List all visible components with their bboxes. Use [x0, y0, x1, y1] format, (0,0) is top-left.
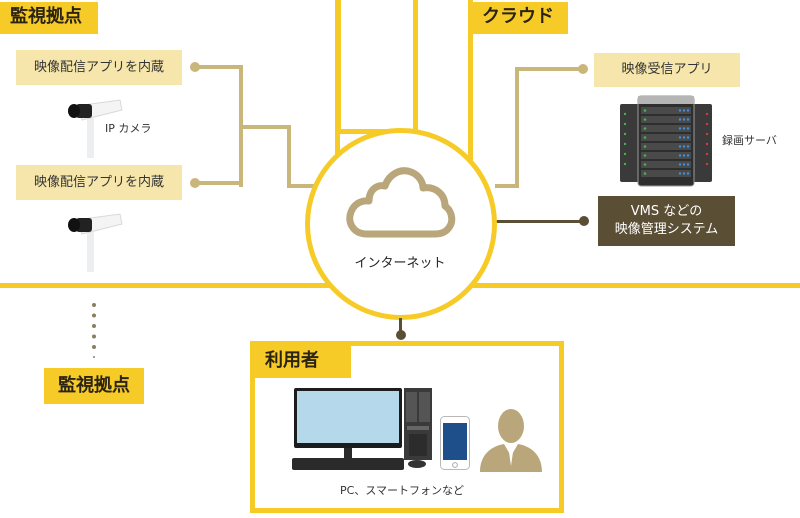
monitoring-site-panel — [0, 0, 340, 288]
server-rack-icon — [618, 94, 714, 188]
mouse-icon — [408, 460, 426, 468]
monitor-stand — [344, 448, 352, 458]
connector-line — [287, 184, 317, 188]
smartphone-icon — [440, 416, 470, 470]
vms-line-2: 映像管理システム — [614, 222, 719, 237]
connector-line — [195, 65, 241, 69]
connector-line — [195, 181, 243, 185]
connector-dot — [578, 64, 588, 74]
vms-connector-line — [494, 220, 584, 223]
vms-line-1: VMS などの — [630, 204, 703, 219]
vms-badge: VMS などの 映像管理システム — [598, 196, 735, 246]
monitoring-site-title: 監視拠点 — [0, 2, 98, 34]
connector-line — [495, 184, 519, 188]
connector-line — [515, 67, 519, 188]
pc-tower-icon — [404, 388, 432, 462]
cloud-icon — [345, 162, 457, 242]
internet-hub — [305, 128, 497, 320]
keyboard-icon — [292, 458, 404, 470]
user-avatar-icon — [478, 406, 544, 474]
connector-dot — [579, 216, 589, 226]
receiver-app-badge: 映像受信アプリ — [594, 53, 740, 87]
devices-label: PC、スマートフォンなど — [340, 484, 464, 497]
ip-camera-icon — [62, 96, 126, 158]
top-center-frame — [336, 0, 418, 134]
ip-camera-icon — [62, 210, 126, 272]
users-connector-line — [399, 318, 402, 334]
recording-server-label: 録画サーバ — [722, 134, 777, 147]
ip-camera-label: IP カメラ — [105, 122, 152, 135]
connector-line — [241, 125, 291, 129]
more-sites-dots — [91, 302, 97, 358]
internet-label: インターネット — [354, 256, 446, 271]
app-badge-2: 映像配信アプリを内蔵 — [16, 165, 182, 200]
pc-monitor-icon — [294, 388, 404, 450]
more-sites-badge: 監視拠点 — [44, 368, 144, 404]
connector-dot — [396, 330, 406, 340]
app-badge-1: 映像配信アプリを内蔵 — [16, 50, 182, 85]
cloud-title: クラウド — [472, 2, 568, 34]
users-title: 利用者 — [255, 346, 351, 378]
connector-line — [515, 67, 581, 71]
connector-line — [287, 125, 291, 188]
